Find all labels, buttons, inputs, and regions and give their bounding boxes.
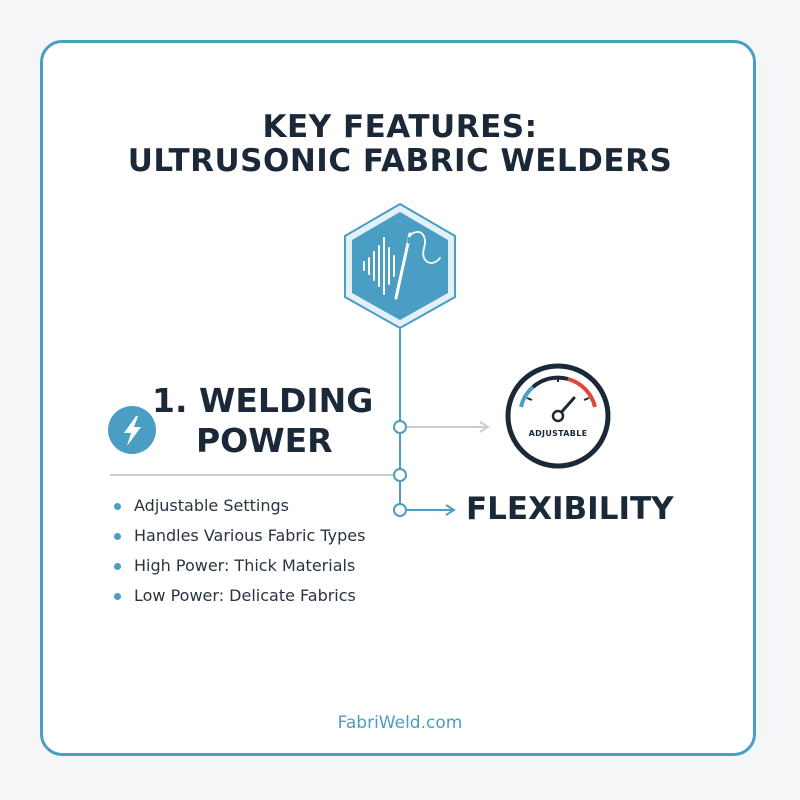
gauge-label: ADJUSTABLE: [528, 429, 588, 438]
bullet-dot: [114, 593, 121, 600]
bullet-text: Adjustable Settings: [134, 496, 289, 515]
lightning-bolt-icon: [108, 406, 156, 454]
bullet-text: High Power: Thick Materials: [134, 556, 356, 575]
feature-title-line2: POWER: [196, 421, 333, 460]
arrow-to-gauge-head: [479, 421, 490, 433]
page-title-line2: ULTRUSONIC FABRIC WELDERS: [127, 143, 673, 179]
junction-node-bottom: [393, 503, 407, 517]
gauge-dial-icon: [505, 363, 611, 469]
list-item: Low Power: Delicate Fabrics: [114, 584, 365, 614]
bullet-dot: [114, 563, 121, 570]
arrow-to-flexibility-head: [445, 504, 456, 516]
feature-bullet-list: Adjustable Settings Handles Various Fabr…: [114, 494, 365, 614]
page-title-line1: KEY FEATURES:: [262, 109, 538, 145]
list-item: High Power: Thick Materials: [114, 554, 365, 584]
feature-card: [40, 40, 756, 756]
list-item: Adjustable Settings: [114, 494, 365, 524]
sound-wave-needle-icon: [344, 202, 456, 330]
bullet-dot: [114, 533, 121, 540]
bullet-text: Handles Various Fabric Types: [134, 526, 366, 545]
list-item: Handles Various Fabric Types: [114, 524, 365, 554]
website-link[interactable]: FabriWeld.com: [337, 713, 463, 733]
bullet-dot: [114, 503, 121, 510]
junction-node-middle: [393, 468, 407, 482]
bullet-text: Low Power: Delicate Fabrics: [134, 586, 356, 605]
flexibility-label: FLEXIBILITY: [466, 491, 674, 527]
feature-title-line1: 1. WELDING: [152, 381, 374, 420]
junction-node-top: [393, 420, 407, 434]
